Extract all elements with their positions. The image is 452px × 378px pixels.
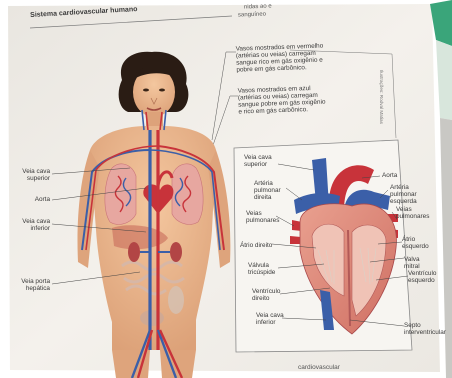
heart-label-aorta: Aorta [382, 172, 412, 179]
heart-label-septum: Septo interventricular [404, 322, 438, 336]
body-label-aorta: Aorta [16, 196, 50, 203]
heart-label-inferior-vena-cava: Veia cava inferior [256, 312, 286, 326]
heart-label-left-atrium: Átrio esquerdo [402, 236, 430, 250]
header-fragment-top: nidas ao e [244, 4, 272, 11]
arteries-note: Vasos mostrados em vermelho (artérias ou… [236, 42, 329, 73]
heart-label-right-pulmonary-artery: Artéria pulmonar direita [254, 180, 290, 201]
heart-label-mitral-valve: Valva mitral [404, 256, 434, 270]
heart-label-pulmonary-veins-left: Veias pulmonares [246, 210, 278, 224]
body-label-inferior-vena-cava: Veia cava inferior [14, 218, 50, 232]
header-fragment: sanguíneo [238, 12, 266, 19]
heart-label-right-atrium: Átrio direito [240, 242, 274, 249]
body-label-superior-vena-cava: Veia cava superior [16, 168, 50, 182]
body-label-hepatic-portal-vein: Veia porta hepática [10, 278, 50, 292]
heart-label-tricuspid-valve: Válvula tricúspide [248, 262, 280, 276]
heart-label-superior-vena-cava: Veia cava superior [244, 154, 280, 168]
heart-label-right-ventricle: Ventrículo direito [252, 288, 284, 302]
side-credit: Ilustrações: Rodval Matias [379, 70, 384, 124]
footer-caption: cardiovascular [298, 364, 340, 371]
heart-label-left-pulmonary-artery: Artéria pulmonar esquerda [390, 184, 422, 205]
veins-note: Vasos mostrados em azul (artérias ou vei… [238, 84, 329, 115]
heart-label-pulmonary-veins-right: Veias pulmonares [396, 206, 428, 220]
right-lung [105, 164, 136, 225]
heart-label-left-ventricle: Ventrículo esquerdo [408, 270, 438, 284]
